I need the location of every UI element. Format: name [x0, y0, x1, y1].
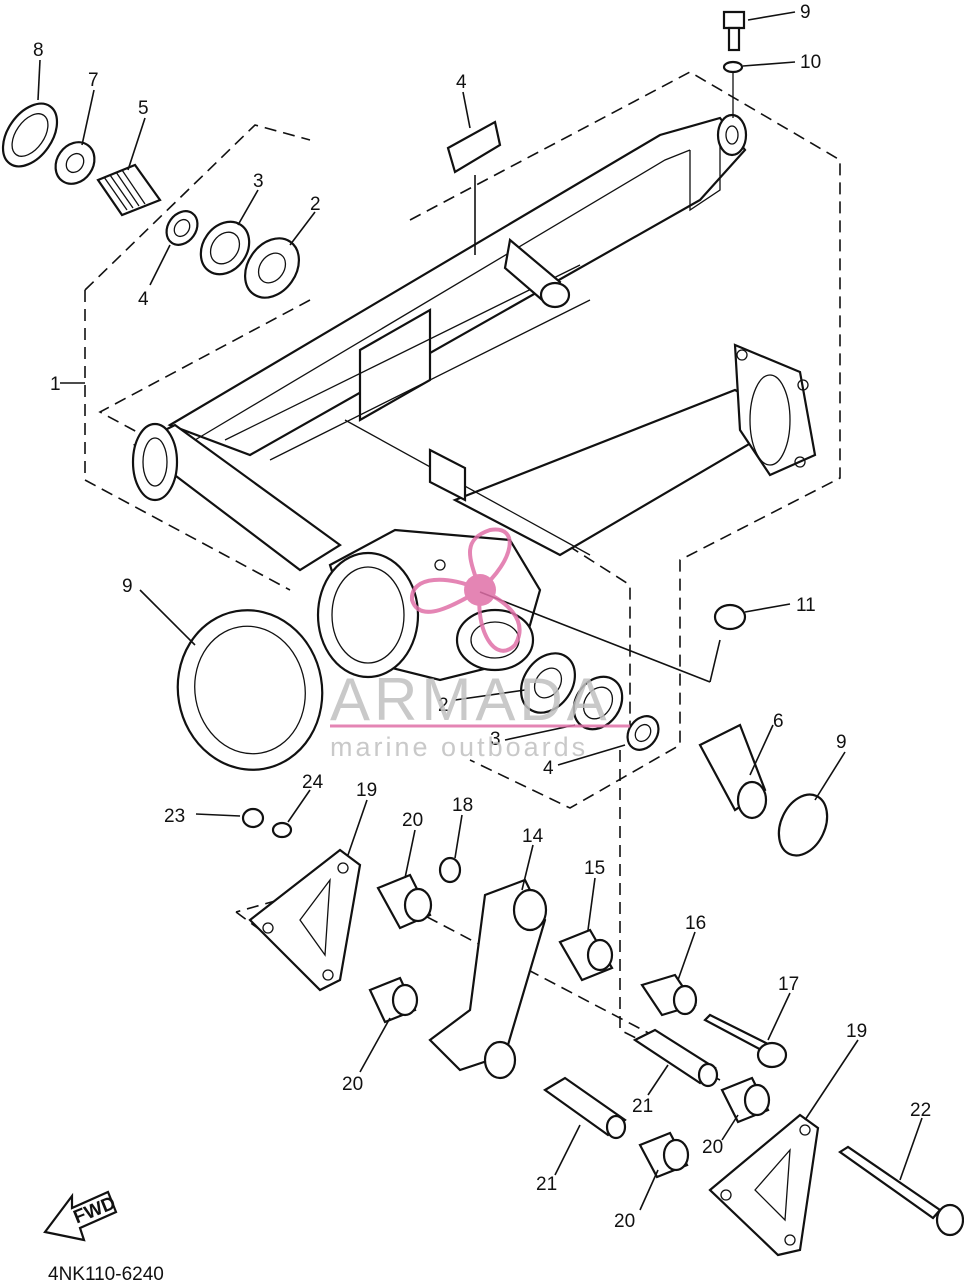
label-9-bottom: 9	[836, 732, 847, 753]
label-9-top: 8	[33, 40, 44, 61]
label-16: 16	[685, 913, 706, 934]
label-20-b: 20	[342, 1074, 363, 1095]
fwd-arrow: FWD	[43, 1190, 119, 1242]
label-24: 24	[302, 772, 324, 793]
leader-lines	[37, 11, 923, 1211]
watermark-brand: ARMADA	[330, 666, 611, 733]
part-number-labels: 8 7 5 3 2 4 1 4 9 10 11 9 2 3 4 6 9 23 2…	[33, 2, 931, 1232]
swingarm-body	[131, 113, 817, 682]
label-6: 5	[138, 98, 149, 119]
label-22: 22	[910, 1100, 931, 1121]
label-20-a: 20	[402, 810, 423, 831]
watermark-tagline: marine outboards	[330, 732, 588, 762]
label-5: 4	[456, 72, 467, 93]
label-4-bottom: 4	[543, 758, 554, 779]
label-23: 23	[164, 806, 185, 827]
label-14: 14	[522, 826, 544, 847]
label-4-top: 4	[138, 289, 149, 310]
left-pivot-parts	[1, 10, 746, 299]
label-8: 7	[88, 70, 99, 91]
label-7: 6	[773, 711, 784, 732]
label-2-top: 2	[310, 194, 321, 215]
label-10: 9	[122, 576, 133, 597]
label-18: 18	[452, 795, 473, 816]
label-20-d: 20	[614, 1211, 635, 1232]
label-3-top: 3	[253, 171, 264, 192]
diagram-code: 4NK110-6240	[48, 1264, 164, 1282]
label-13: 11	[796, 595, 816, 616]
label-20-c: 20	[702, 1137, 723, 1158]
right-side-parts	[176, 603, 829, 857]
label-19-right: 19	[846, 1021, 867, 1042]
propeller-logo-icon	[410, 527, 522, 653]
label-12: 10	[800, 52, 821, 73]
linkage-parts	[241, 807, 964, 1257]
armada-watermark: ARMADA marine outboards	[330, 527, 630, 762]
label-1: 1	[50, 374, 61, 395]
label-19-left: 19	[356, 780, 377, 801]
label-21-a: 21	[632, 1096, 653, 1117]
label-15: 15	[584, 858, 605, 879]
label-3-bottom: 3	[490, 729, 501, 750]
label-17: 17	[778, 974, 799, 995]
label-11: 9	[800, 2, 811, 23]
label-2-bottom: 2	[438, 695, 449, 716]
label-21-b: 21	[536, 1174, 557, 1195]
